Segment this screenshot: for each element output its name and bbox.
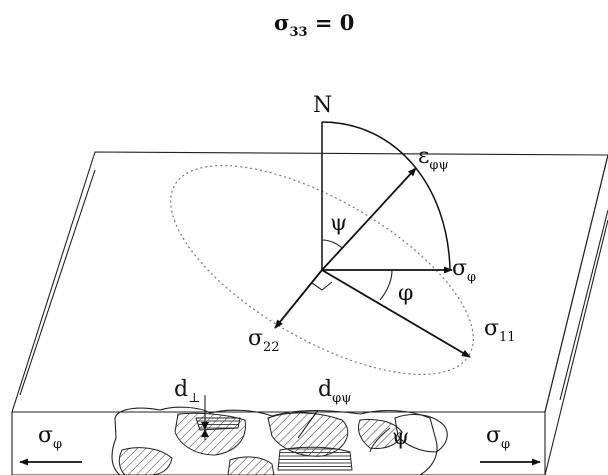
label-sigma-22-symbol: σ (248, 326, 263, 351)
label-normal: N (313, 93, 332, 118)
label-sigma-11: σ11 (484, 316, 516, 345)
label-d-phipsi-subscript: φψ (332, 391, 351, 406)
grain-hatched-3 (118, 447, 173, 475)
grain-microstructure (111, 406, 448, 475)
d-phipsi-leader (297, 409, 319, 439)
label-sigma-phi-right-subscript: φ (501, 437, 510, 452)
label-d-phipsi: dφψ (318, 377, 351, 406)
epsilon-arrow (321, 167, 417, 271)
label-sigma-phi-center: σφ (452, 256, 476, 285)
label-sigma-phi-center-symbol: σ (452, 256, 467, 281)
label-sigma-22-subscript: 22 (263, 340, 280, 355)
label-epsilon-subscript: φψ (429, 158, 448, 173)
title-symbol: σ (274, 10, 289, 35)
label-d-perp-symbol: d (174, 377, 188, 402)
label-sigma-phi-left: σφ (38, 423, 62, 452)
slab-side-face (544, 154, 608, 475)
grain-hatched-5 (357, 419, 403, 449)
slab-top-face (11, 151, 608, 413)
psi-grain-leader (369, 427, 391, 453)
psi-angle-arc (321, 239, 343, 249)
label-sigma-22: σ22 (248, 326, 280, 355)
grain-outline-2 (394, 413, 448, 453)
quarter-arc (321, 121, 451, 271)
slab-front-face (11, 412, 546, 475)
specimen-slab (11, 151, 608, 475)
label-d-phipsi-symbol: d (318, 377, 332, 402)
label-d-perp: d⊥ (174, 377, 200, 406)
label-phi: φ (398, 281, 413, 306)
sigma-11-arrow (321, 269, 471, 358)
label-sigma-phi-left-subscript: φ (53, 437, 62, 452)
label-sigma-phi-center-subscript: φ (467, 270, 476, 285)
d-perp-arrowheads (201, 422, 209, 437)
phi-angle-arc (379, 269, 393, 301)
label-sigma-phi-right-symbol: σ (486, 423, 501, 448)
slab-left-edge-detail (19, 169, 96, 396)
grain-striped-1 (195, 417, 241, 431)
grain-striped-2 (277, 446, 353, 471)
label-epsilon: εφψ (418, 144, 449, 173)
slab-right-edge-detail (559, 209, 608, 401)
right-angle-marker (311, 281, 333, 291)
label-sigma-11-subscript: 11 (499, 330, 516, 345)
label-psi: ψ (330, 211, 347, 236)
title-equation: σ33 = 0 (274, 10, 354, 40)
title-rest: = 0 (308, 10, 355, 35)
label-sigma-11-symbol: σ (484, 316, 499, 341)
title-subscript: 33 (289, 25, 307, 40)
label-d-perp-subscript: ⊥ (188, 391, 200, 406)
grain-hatched-4 (227, 456, 275, 475)
label-epsilon-symbol: ε (418, 144, 429, 169)
label-psi-grain: ψ (392, 425, 409, 450)
sigma-22-arrow (274, 269, 323, 329)
label-sigma-phi-right: σφ (486, 423, 510, 452)
label-sigma-phi-left-symbol: σ (38, 423, 53, 448)
